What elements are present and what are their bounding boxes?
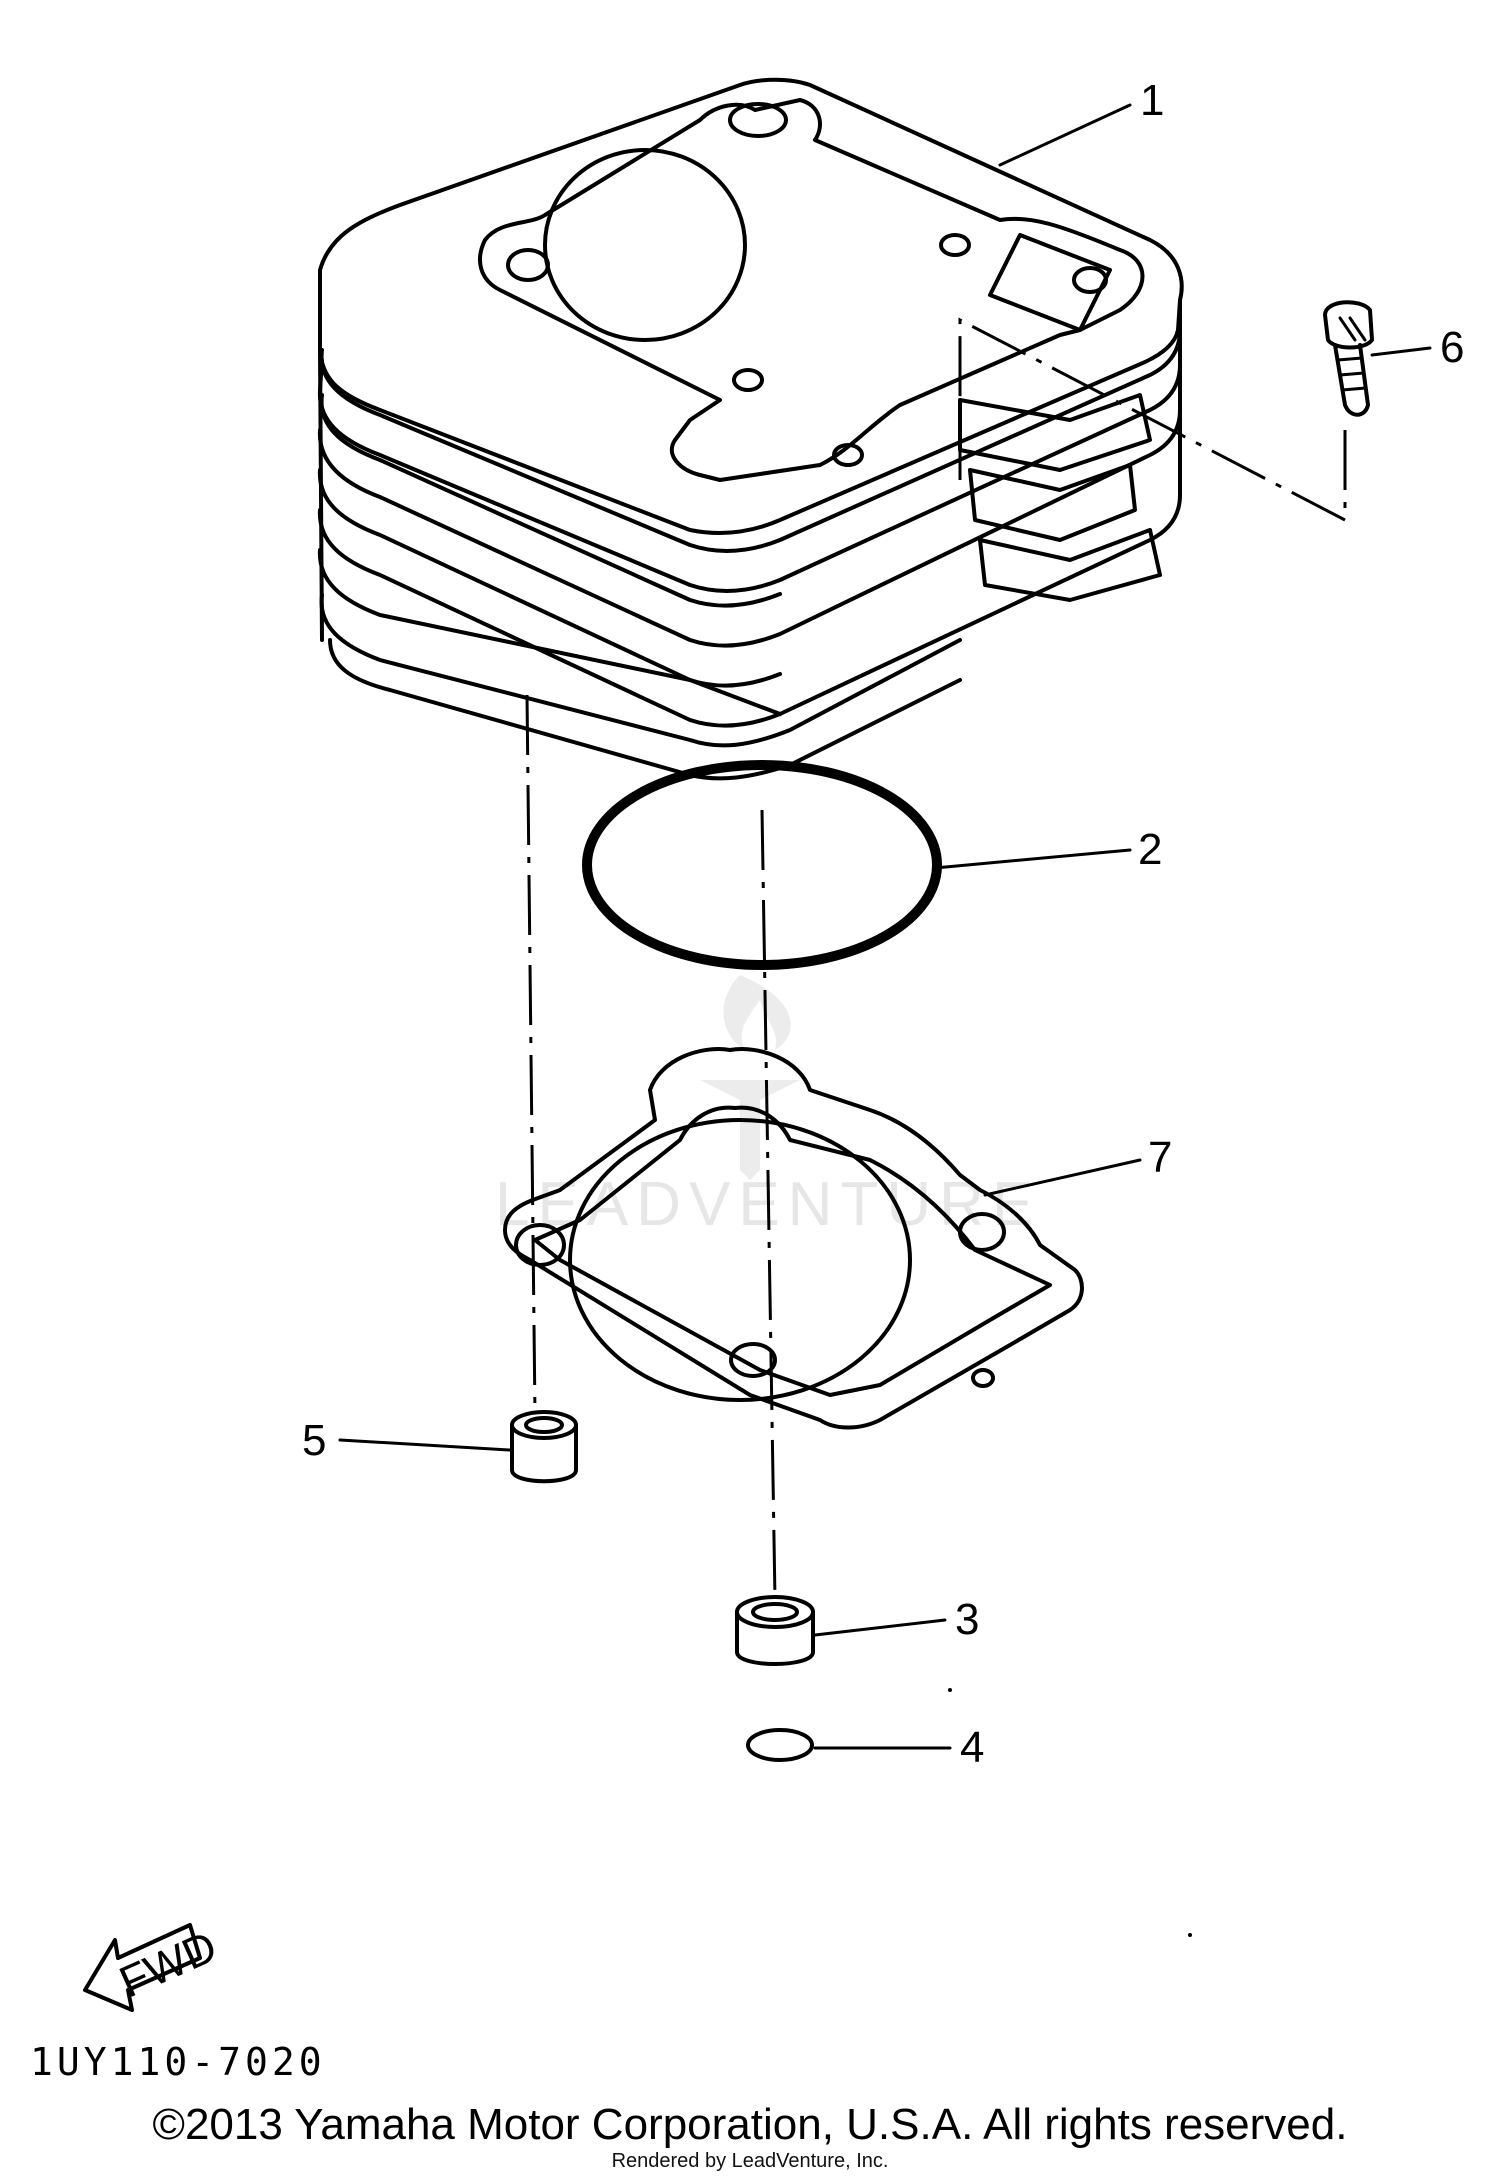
callout-6: 6 [1440, 323, 1464, 372]
dowel-pin-part-3 [735, 1595, 815, 1666]
callout-6-leader [1370, 346, 1432, 357]
callout-3-leader [813, 1618, 947, 1637]
cylinder-part-1 [317, 77, 1184, 781]
bolt-alignment-line [958, 317, 1347, 523]
callout-4: 4 [960, 1723, 984, 1772]
callout-1: 1 [1140, 76, 1164, 125]
o-ring-part-4 [746, 1728, 814, 1762]
gasket-part-7 [503, 1047, 1084, 1430]
callout-5: 5 [302, 1416, 326, 1465]
callout-7: 7 [1148, 1133, 1172, 1182]
center-dowel-alignment-line [760, 809, 777, 1601]
bolt-part-6 [1323, 300, 1374, 417]
callout-2-leader [933, 848, 1132, 870]
fwd-arrow: FWD [83, 1922, 224, 2012]
rendered-by-note: Rendered by LeadVenture, Inc. [611, 2150, 889, 2172]
callout-1-leader [998, 103, 1132, 167]
callout-7-leader [983, 1158, 1142, 1197]
dowel-pin-part-5 [510, 1410, 578, 1484]
o-ring-part-2 [582, 760, 942, 970]
callout-5-leader [338, 1438, 512, 1452]
copyright-notice: ©2013 Yamaha Motor Corporation, U.S.A. A… [152, 2100, 1348, 2149]
callout-3: 3 [955, 1595, 979, 1644]
callout-2: 2 [1138, 825, 1162, 874]
diagram-code: 1UY110-7020 [30, 2040, 326, 2084]
left-dowel-alignment-line [525, 694, 537, 1416]
